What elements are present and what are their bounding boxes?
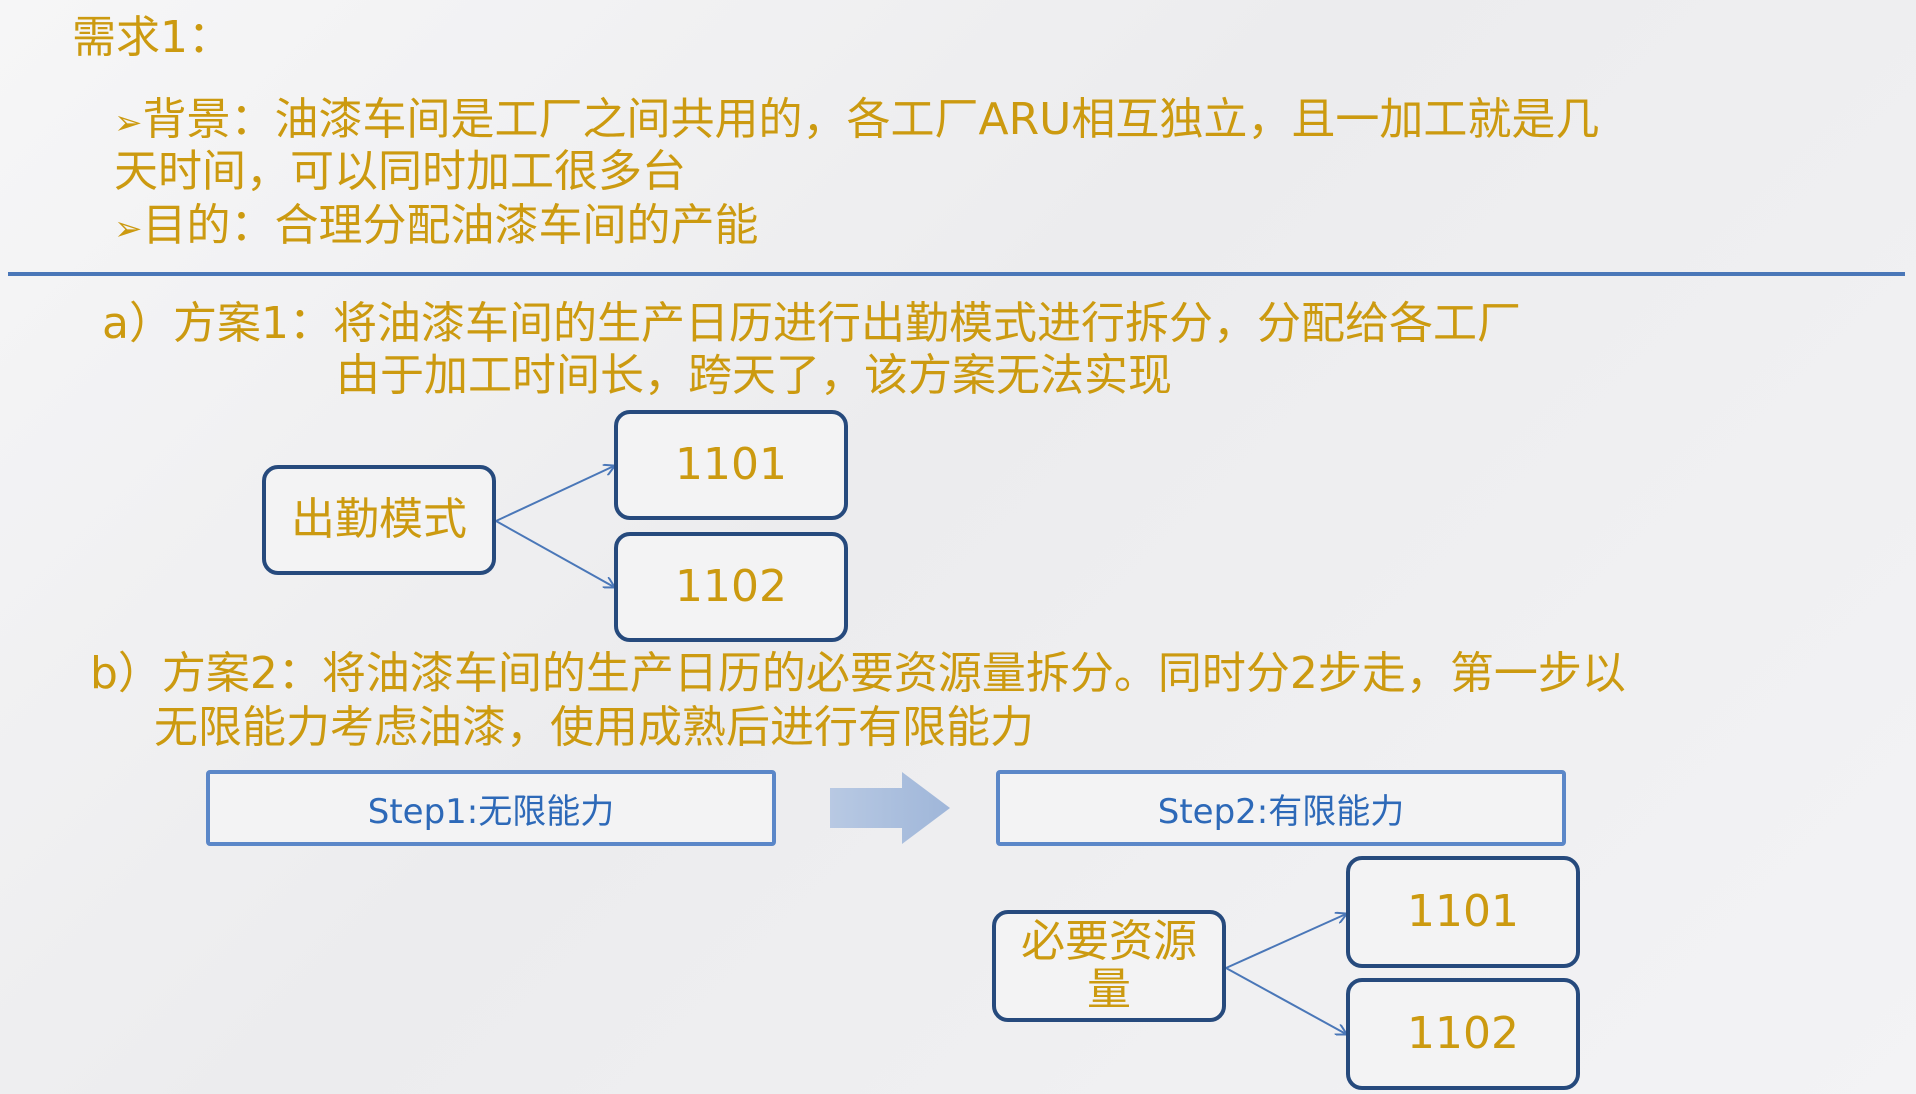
plan-b-target-1101: 1101 bbox=[1346, 856, 1580, 968]
arrow-a-to-1101 bbox=[495, 466, 614, 522]
step2-box: Step2:有限能力 bbox=[996, 770, 1566, 846]
bullet-arrow-icon: ➢ bbox=[114, 103, 143, 143]
background-text-line1: 背景：油漆车间是工厂之间共用的，各工厂ARU相互独立，且一加工就是几 bbox=[142, 94, 1600, 145]
arrow-b-to-1102 bbox=[1225, 967, 1346, 1034]
plan-a-target-1101: 1101 bbox=[614, 410, 848, 520]
purpose-text: 目的：合理分配油漆车间的产能 bbox=[142, 200, 759, 251]
bullet-arrow-icon: ➢ bbox=[114, 209, 143, 249]
background-text-line2: 天时间，可以同时加工很多台 bbox=[114, 146, 686, 197]
section-divider bbox=[8, 272, 1905, 276]
plan-a-line2: 由于加工时间长，跨天了，该方案无法实现 bbox=[336, 350, 1172, 401]
plan-a-target-1102: 1102 bbox=[614, 532, 848, 642]
arrow-b-to-1101 bbox=[1225, 914, 1346, 969]
plan-a-line1: a）方案1：将油漆车间的生产日历进行出勤模式进行拆分，分配给各工厂 bbox=[102, 298, 1521, 349]
page-title: 需求1： bbox=[72, 12, 232, 63]
background-bullet-line1: ➢背景：油漆车间是工厂之间共用的，各工厂ARU相互独立，且一加工就是几 bbox=[114, 94, 1599, 149]
step1-box: Step1:无限能力 bbox=[206, 770, 776, 846]
plan-b-line1: b）方案2：将油漆车间的生产日历的必要资源量拆分。同时分2步走，第一步以 bbox=[90, 648, 1626, 699]
arrow-a-to-1102 bbox=[495, 520, 614, 587]
plan-b-target-1102: 1102 bbox=[1346, 978, 1580, 1090]
purpose-bullet: ➢目的：合理分配油漆车间的产能 bbox=[114, 200, 759, 255]
plan-b-line2: 无限能力考虑油漆，使用成熟后进行有限能力 bbox=[154, 702, 1034, 753]
step-arrow-icon bbox=[830, 772, 950, 844]
attendance-mode-box: 出勤模式 bbox=[262, 465, 496, 575]
required-resource-box: 必要资源量 bbox=[992, 910, 1226, 1022]
